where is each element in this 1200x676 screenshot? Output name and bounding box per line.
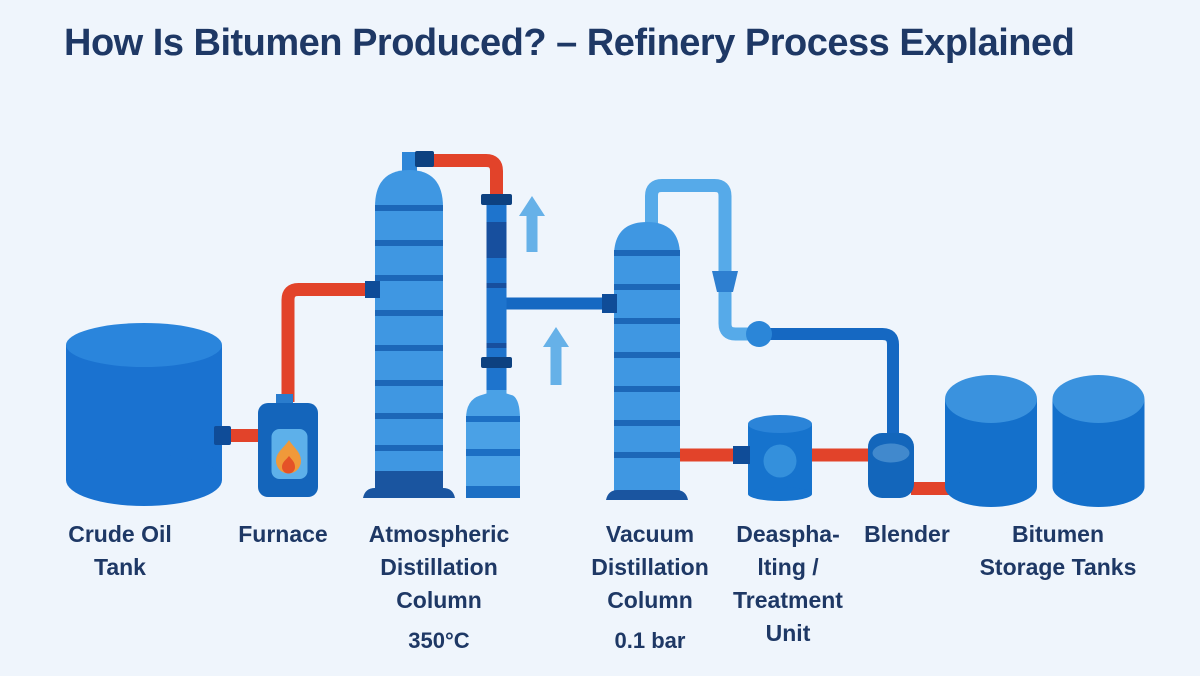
- feed-inlet-stub: [602, 294, 617, 313]
- vessel-porthole: [763, 444, 797, 478]
- column-pedestal: [363, 488, 455, 498]
- label-vacuum-distillation-column: Vacuum Distillation Column 0.1 bar: [560, 518, 740, 657]
- pipe-joint-to-blender: [765, 328, 899, 440]
- up-arrow-icon: [543, 327, 569, 385]
- up-arrow-icon: [519, 196, 545, 252]
- pipe-blender-to-storage: [911, 482, 953, 495]
- pipe-furnace-to-atmospheric-column: [281, 283, 378, 402]
- column-trays: [614, 250, 680, 458]
- pipe-vacuum-to-deasphalting: [678, 448, 740, 462]
- value-atmospheric-temperature: 350°C: [408, 628, 470, 653]
- vacuum-column-graphic: [602, 222, 688, 500]
- pipe-stripper-to-vacuum-column: [505, 297, 615, 310]
- label-bitumen-storage-tanks: Bitumen Storage Tanks: [979, 521, 1137, 580]
- tank-outlet-stub: [214, 426, 231, 445]
- column-trays: [375, 205, 443, 451]
- label-atmospheric-distillation-column: Atmospheric Distillation Column 350°C: [349, 518, 529, 657]
- blender-liquid-surface: [872, 443, 910, 463]
- pipe-deasphalting-to-blender: [810, 448, 872, 462]
- atmospheric-column-graphic: [363, 151, 455, 498]
- stripper-bottom-flange: [481, 357, 512, 368]
- label-blender: Blender: [864, 521, 950, 547]
- page-title: How Is Bitumen Produced? – Refinery Proc…: [64, 22, 1075, 64]
- pipe-atmospheric-overhead: [424, 154, 503, 199]
- label-furnace: Furnace: [238, 521, 328, 547]
- inlet-stub: [733, 446, 750, 464]
- pipe-joint: [746, 321, 772, 347]
- stripper-top-flange: [481, 194, 512, 205]
- crude-oil-tank-graphic: [66, 323, 231, 506]
- label-deasphalting-treatment-unit: Deaspha- lting / Treatment Unit: [733, 521, 843, 646]
- column-pedestal: [606, 490, 688, 500]
- bitumen-storage-tank-2: [1052, 375, 1145, 507]
- valve-fitting: [712, 271, 738, 292]
- flame-icon: [276, 440, 301, 474]
- label-crude-oil-tank: Crude Oil Tank: [68, 521, 172, 580]
- bitumen-storage-tank-1: [945, 375, 1037, 507]
- blender-graphic: [868, 433, 914, 498]
- pipe-vacuum-overhead: [645, 179, 752, 341]
- feed-inlet-stub: [365, 281, 380, 298]
- receiver-flask: [466, 390, 520, 498]
- value-vacuum-pressure: 0.1 bar: [614, 628, 686, 653]
- deasphalting-unit-graphic: [733, 415, 812, 501]
- column-top-cap: [415, 151, 434, 167]
- side-stripper-graphic: [466, 194, 520, 498]
- furnace-graphic: [258, 394, 318, 497]
